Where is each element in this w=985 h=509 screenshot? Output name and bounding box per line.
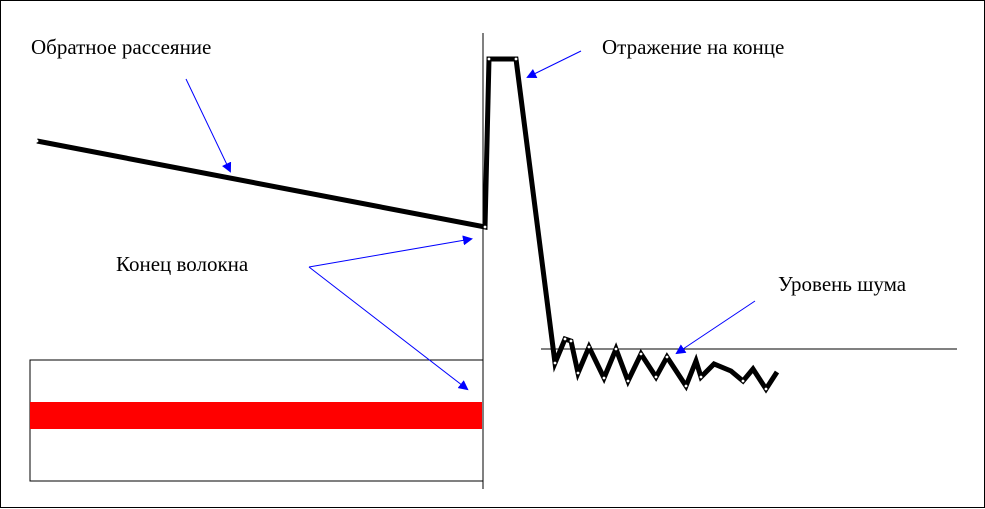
backscatter-arrow-icon [185,78,232,173]
end-reflection-label: Отражение на конце [602,35,785,59]
noise-level-label: Уровень шума [778,272,907,296]
fiber-strip [30,402,482,429]
noise-arrow-icon [675,300,756,355]
fiber-end-label: Конец волокна [116,252,249,276]
fiber-end-box-arrow-icon [308,266,469,391]
reflectogram-trace [36,56,780,394]
trace-vertex-markers [35,57,768,391]
fiber-end-trace-arrow-icon [308,235,473,268]
reflection-arrow-icon [526,50,582,78]
backscatter-label: Обратное рассеяние [31,35,212,59]
